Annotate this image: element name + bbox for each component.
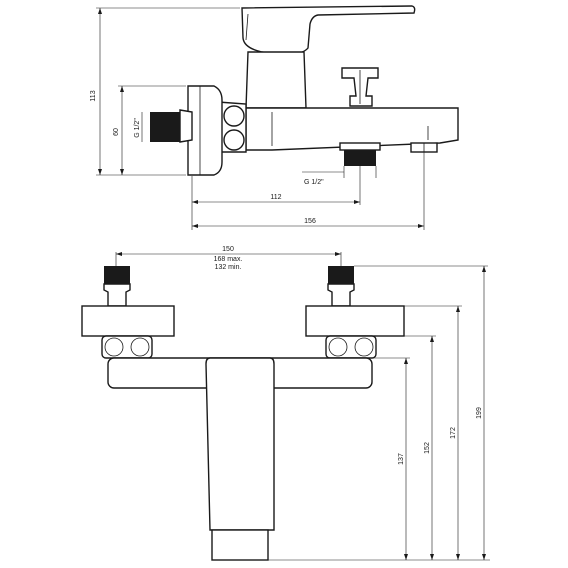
dim-front-132min: 132 min. (215, 264, 242, 271)
wall-flange (187, 85, 223, 176)
right-inlet-thread (328, 266, 354, 284)
dim-side-thread-inlet: G 1/2" (134, 118, 141, 138)
dim-front-168max: 168 max. (214, 256, 243, 263)
dim-side-60: 60 (113, 128, 120, 136)
handle-cap (211, 529, 269, 561)
front-view: 150 168 max. 132 min. 137 152 172 199 (81, 246, 490, 561)
lever-handle (241, 5, 416, 55)
dim-side-112: 112 (270, 194, 281, 201)
right-flange (305, 305, 405, 337)
left-flange (81, 305, 175, 337)
dim-front-150: 150 (222, 246, 234, 253)
dim-front-172: 172 (450, 427, 457, 439)
dim-side-113: 113 (90, 90, 97, 101)
dim-side-156: 156 (304, 218, 316, 225)
bottom-outlet-nut (339, 142, 381, 151)
dim-front-199: 199 (476, 407, 483, 419)
side-view: 113 60 G 1/2" G 1/2" 112 156 (90, 5, 459, 230)
inlet-thread (150, 112, 180, 142)
cartridge-body (245, 51, 307, 109)
dim-front-137: 137 (398, 453, 405, 465)
dim-front-152: 152 (424, 442, 431, 454)
dim-side-thread-outlet: G 1/2" (304, 179, 324, 186)
mixer-center-body (205, 357, 275, 531)
left-inlet-thread (104, 266, 130, 284)
